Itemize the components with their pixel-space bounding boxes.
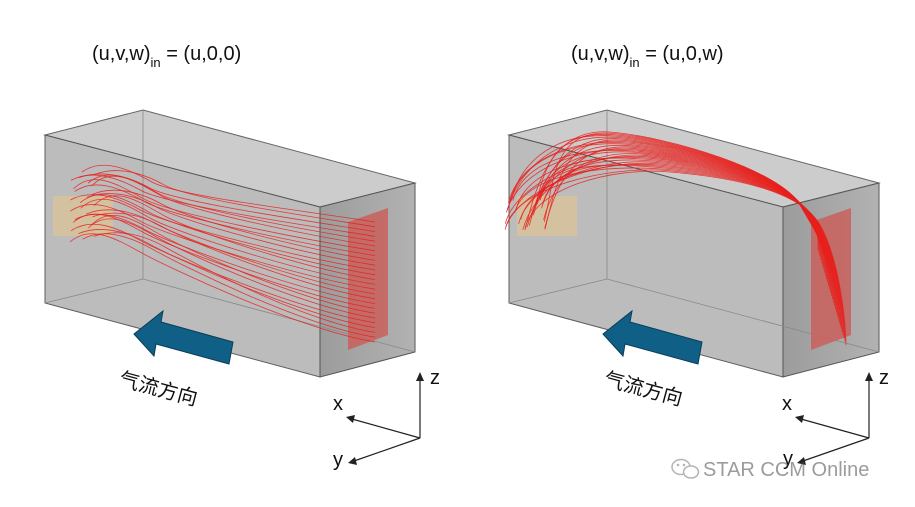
right-panel: (u,v,w)in = (u,0,w) 气流方向 z x y (504, 43, 889, 470)
left-panel: (u,v,w)in = (u,0,0) 气流方向 (43, 43, 440, 471)
left-y-label: y (333, 449, 343, 471)
right-x-axis (800, 418, 870, 439)
streamline (538, 164, 844, 336)
right-flow-label: 气流方向 (602, 367, 685, 411)
streamline (539, 157, 838, 316)
streamline (78, 229, 376, 328)
watermark: STAR CCM Online (671, 458, 869, 481)
streamline (92, 189, 376, 261)
streamline (542, 164, 843, 332)
right-y-arrowhead-icon (797, 457, 806, 465)
streamline (80, 198, 376, 285)
streamline (70, 174, 376, 237)
streamline (520, 164, 842, 329)
left-z-arrowhead-icon (416, 372, 424, 381)
right-y-label: y (783, 448, 793, 470)
right-y-axis (802, 437, 870, 462)
right-panel-title: (u,v,w)in = (u,0,w) (571, 43, 724, 70)
streamline (91, 175, 376, 247)
right-box-back-edge (508, 278, 608, 304)
left-x-axis (351, 418, 421, 439)
streamline (88, 218, 376, 319)
left-flow-label: 气流方向 (117, 367, 200, 411)
streamline (87, 174, 376, 242)
left-outlet-patch (348, 208, 388, 350)
streamline (86, 193, 376, 266)
streamline (70, 204, 376, 290)
streamline (514, 167, 845, 339)
streamline (93, 170, 376, 228)
streamline (504, 162, 841, 326)
left-y-arrowhead-icon (348, 457, 357, 465)
left-x-arrowhead-icon (346, 415, 355, 423)
streamline (74, 184, 376, 256)
right-x-arrowhead-icon (795, 415, 804, 423)
streamline (78, 173, 376, 232)
left-x-label: x (333, 393, 343, 415)
streamline (93, 195, 376, 280)
left-streamlines (69, 164, 376, 343)
streamline (90, 215, 376, 314)
right-z-label: z (879, 367, 889, 389)
streamline (81, 164, 376, 223)
flow-direction-arrow-icon (602, 309, 703, 365)
streamline (516, 156, 837, 313)
left-axis-triad: z x y (333, 367, 440, 471)
streamline (504, 155, 836, 309)
streamline (82, 233, 376, 338)
streamline (69, 233, 376, 343)
streamline (505, 169, 846, 342)
right-inlet-patch (517, 196, 577, 236)
streamline (522, 154, 835, 306)
right-z-arrowhead-icon (865, 372, 873, 381)
streamline (92, 212, 376, 300)
left-panel-title: (u,v,w)in = (u,0,0) (92, 43, 241, 70)
streamline (73, 179, 376, 252)
left-y-axis (353, 437, 421, 462)
watermark-text: STAR CCM Online (703, 459, 869, 481)
right-axis-triad: z x y (782, 367, 889, 470)
streamline (79, 194, 376, 276)
wechat-icon (671, 458, 700, 479)
streamline (72, 213, 376, 309)
streamline (93, 232, 376, 333)
streamline (524, 170, 847, 346)
left-box-back-edge (44, 278, 144, 304)
flow-direction-arrow-icon (133, 309, 234, 365)
right-streamlines (504, 131, 847, 346)
left-z-label: z (430, 367, 440, 389)
right-x-label: x (782, 393, 792, 415)
